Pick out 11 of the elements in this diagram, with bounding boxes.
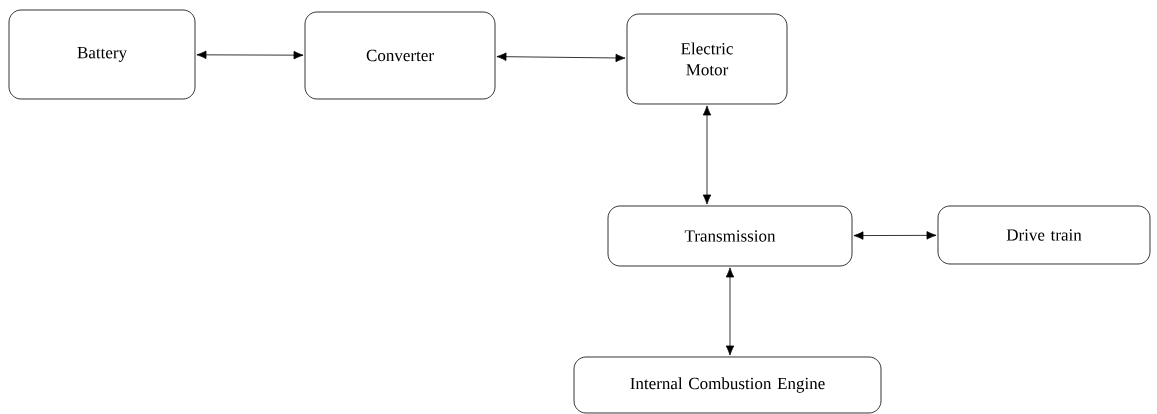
process-box: Drive train [937, 205, 1151, 265]
arrow [196, 50, 304, 60]
arrow [496, 52, 626, 63]
process-box: Electric Motor [626, 13, 788, 105]
arrow [702, 105, 712, 205]
process-box: Internal Combustion Engine [573, 356, 882, 414]
process-box: Transmission [607, 205, 853, 267]
arrow [725, 267, 735, 356]
arrow [853, 231, 937, 240]
process-box: Converter [304, 11, 496, 100]
process-box: Battery [8, 9, 196, 100]
